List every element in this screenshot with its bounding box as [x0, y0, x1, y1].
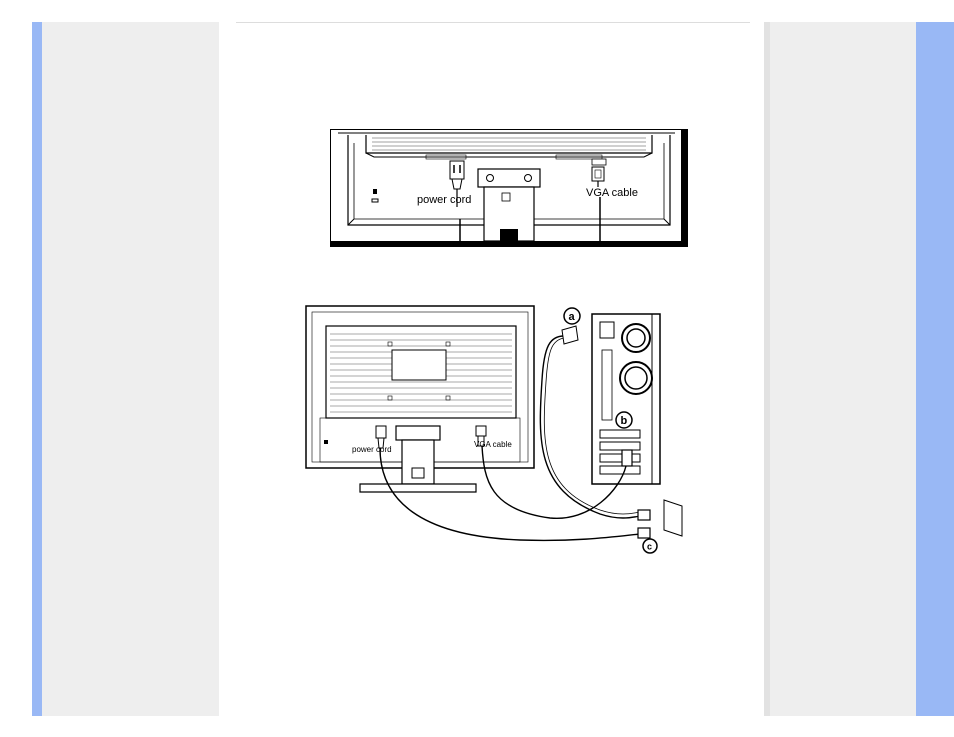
right-accent-bar — [916, 22, 954, 716]
vga-cable-label: VGA cable — [586, 187, 638, 199]
vga-cable-label: VGA cable — [474, 440, 512, 449]
right-panel — [770, 22, 916, 716]
top-divider — [236, 22, 750, 23]
callout-c-label: c — [647, 542, 652, 552]
connector-closeup-figure: power cord VGA cable — [330, 129, 688, 247]
power-cord-label: power cord — [417, 194, 471, 206]
connection-diagram-figure: power cord VGA cable a b c — [300, 300, 690, 560]
left-accent-bar — [32, 22, 42, 716]
callout-a-label: a — [569, 311, 576, 323]
callout-b-label: b — [621, 415, 628, 427]
connector-closeup-illustration: power cord VGA cable — [330, 129, 688, 247]
connection-diagram-illustration: power cord VGA cable a b c — [300, 300, 690, 560]
power-cord-label: power cord — [352, 445, 392, 454]
left-panel — [42, 22, 219, 716]
